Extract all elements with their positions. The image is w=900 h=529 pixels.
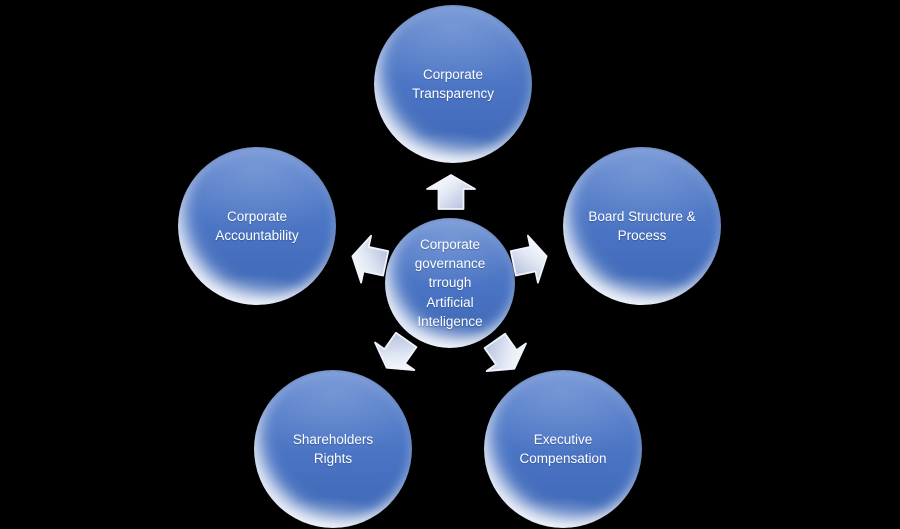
node-label: Board Structure & Process [588,208,696,243]
node-shareholders-rights: Shareholders Rights [254,370,412,528]
node-center-corporate-governance: Corporate governance trrough Artificial … [385,218,515,348]
center-node-label: Corporate governance trrough Artificial … [414,237,486,329]
node-executive-compensation: Executive Compensation [484,370,642,528]
node-board-structure-process: Board Structure & Process [563,147,721,305]
node-label: Corporate Transparency [411,66,495,101]
node-label: Executive Compensation [519,431,607,466]
node-label: Shareholders Rights [292,431,374,466]
arrow-up-icon [426,174,476,210]
node-corporate-accountability: Corporate Accountability [178,147,336,305]
node-label: Corporate Accountability [215,208,299,243]
node-corporate-transparency: Corporate Transparency [374,5,532,163]
